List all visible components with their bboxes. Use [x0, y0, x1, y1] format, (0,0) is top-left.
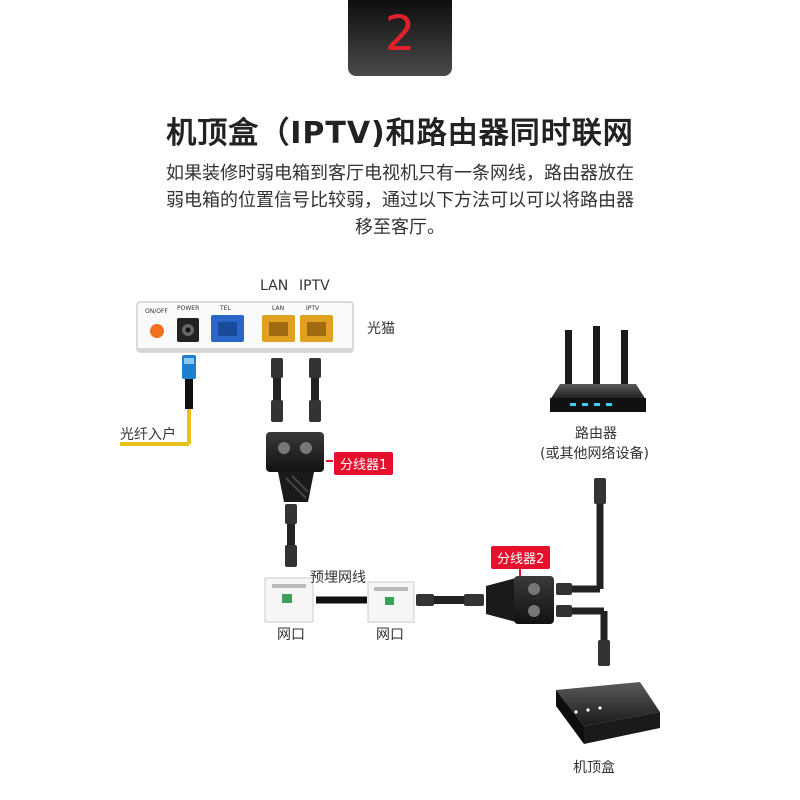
port-label-tel: TEL: [220, 305, 231, 312]
power-button-icon: [150, 324, 164, 338]
step-number: 2: [384, 6, 416, 62]
modem-to-splitter1-cables: [271, 358, 321, 422]
fiber-cable: [120, 355, 196, 446]
modem-label: 光猫: [367, 321, 395, 337]
set-top-box-icon: [556, 682, 660, 744]
router-label: 路由器: [575, 426, 617, 442]
splitter-1-device: [266, 432, 324, 502]
wall-port-right-icon: [367, 581, 415, 623]
description-line-3: 移至客厅。: [355, 217, 445, 238]
step-badge: 2: [348, 0, 452, 76]
splitter-2-tag: 分线器2: [491, 546, 551, 569]
splitter2-output-cables: [556, 478, 610, 666]
wall-port-left-icon: [264, 577, 314, 623]
splitter-2-device: [486, 576, 554, 624]
description-line-1: 如果装修时弱电箱到客厅电视机只有一条网线，路由器放在: [166, 163, 634, 184]
modem-header-lan-label: LAN: [260, 278, 289, 294]
port-label-lan: LAN: [272, 305, 285, 312]
page-title: 机顶盒（IPTV)和路由器同时联网: [166, 116, 634, 151]
description-line-2: 弱电箱的位置信号比较弱，通过以下方法可以可以将路由器: [166, 190, 634, 211]
port-label-on-off: ON/OFF: [145, 308, 168, 315]
modem-header-iptv-label: IPTV: [299, 278, 330, 294]
router-sublabel: (或其他网络设备): [540, 446, 649, 462]
description: 如果装修时弱电箱到客厅电视机只有一条网线，路由器放在 弱电箱的位置信号比较弱，通…: [150, 160, 650, 241]
wall-port-left-label: 网口: [277, 627, 305, 643]
router-icon: [550, 326, 646, 412]
wall-port-right-label: 网口: [376, 627, 404, 643]
wall-to-splitter2-cable: [416, 594, 484, 606]
splitter1-to-wall-cable: [285, 504, 297, 567]
fiber-label: 光纤入户: [120, 427, 176, 443]
port-label-iptv: IPTV: [306, 305, 320, 312]
splitter-1-tag: 分线器1: [334, 452, 394, 475]
port-label-power: POWER: [177, 305, 200, 312]
embedded-cable-label: 预埋网线: [310, 570, 366, 586]
optical-modem: [136, 301, 354, 353]
set-top-box-label: 机顶盒: [573, 760, 615, 776]
